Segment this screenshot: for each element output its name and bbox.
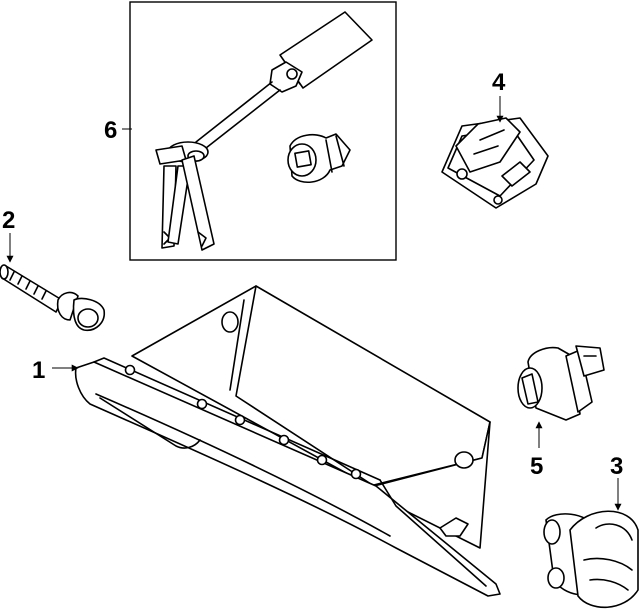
callout-4: 4 xyxy=(492,69,506,96)
glove-box-icon xyxy=(74,285,501,597)
latch-handle-icon xyxy=(543,510,639,609)
key-set-icon xyxy=(129,1,397,261)
callout-5: 5 xyxy=(530,453,543,480)
callout-3: 3 xyxy=(610,453,623,480)
callout-6: 6 xyxy=(104,117,117,144)
striker-icon xyxy=(441,117,549,209)
callout-2: 2 xyxy=(2,207,15,234)
leader-lines xyxy=(6,96,622,511)
lock-cylinder-icon xyxy=(517,345,605,421)
callout-1: 1 xyxy=(32,357,45,384)
bolt-icon xyxy=(0,264,106,332)
